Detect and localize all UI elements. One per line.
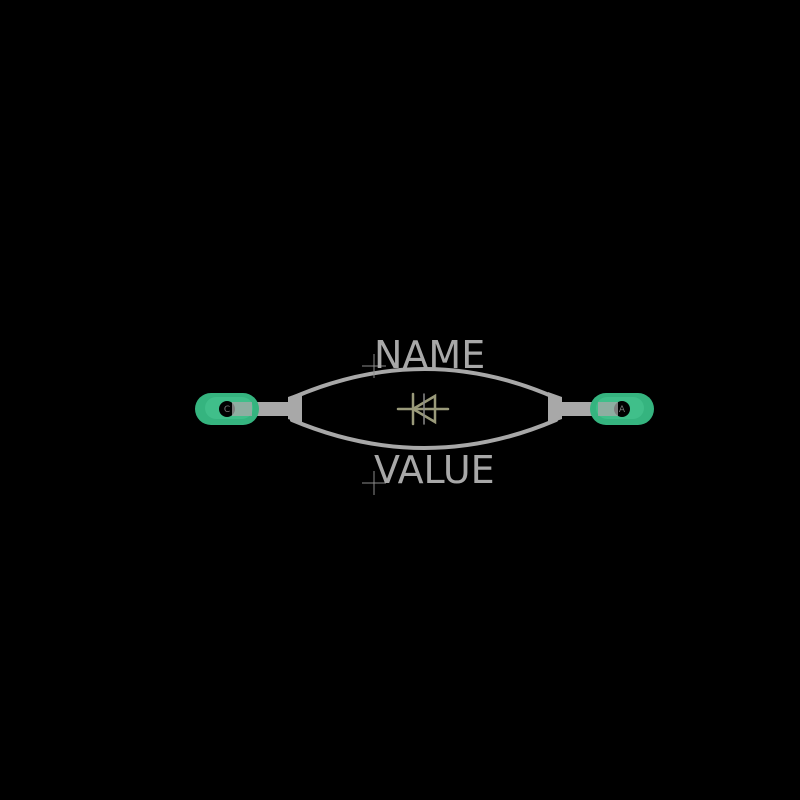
diode-body-outline bbox=[290, 367, 558, 450]
pad-label-anode: A bbox=[619, 405, 626, 415]
value-origin-cross-icon bbox=[362, 471, 386, 495]
drill-hole-cathode bbox=[219, 401, 235, 417]
pad-cathode[interactable]: C bbox=[195, 393, 259, 425]
lead-left bbox=[248, 402, 294, 416]
lead-in-pad-left bbox=[232, 402, 252, 416]
lead-right-taper bbox=[548, 392, 562, 424]
name-label: NAME bbox=[374, 333, 485, 377]
lead-in-pad-right bbox=[598, 402, 618, 416]
lead-left-taper bbox=[288, 392, 302, 424]
name-origin-cross-icon bbox=[362, 354, 386, 378]
pad-label-cathode: C bbox=[224, 405, 230, 415]
value-label: VALUE bbox=[374, 448, 495, 492]
pad-anode[interactable]: A bbox=[590, 393, 654, 425]
diode-symbol-icon bbox=[396, 392, 450, 426]
